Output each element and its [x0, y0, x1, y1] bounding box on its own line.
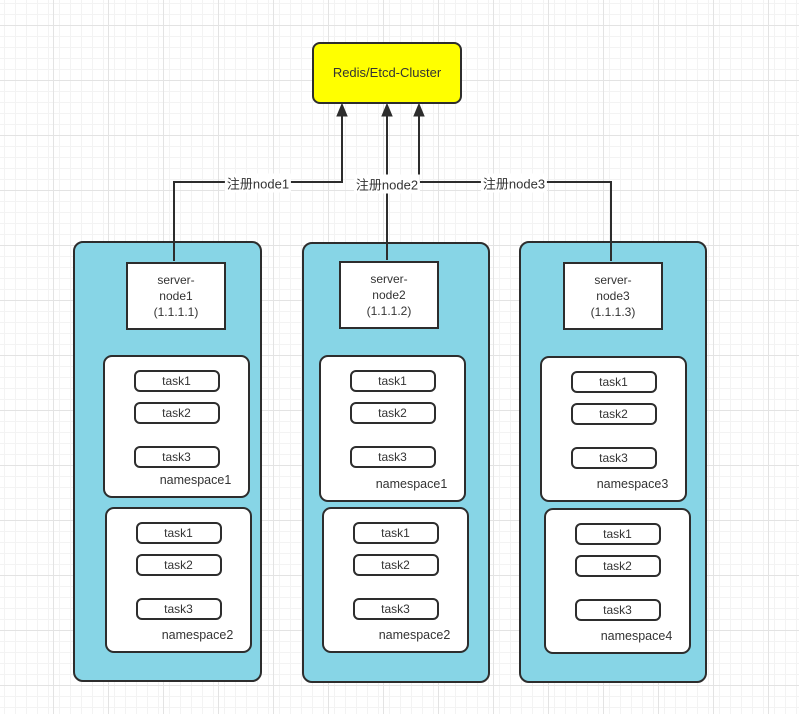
task-box[interactable]: task2	[133, 402, 220, 424]
server-container-node2[interactable]: server- node2 (1.1.1.2) task1 task2 task…	[302, 242, 490, 683]
namespace-label: namespace3	[596, 477, 669, 492]
server-container-node3[interactable]: server- node3 (1.1.1.3) task1 task2 task…	[519, 241, 707, 683]
cluster-node[interactable]: Redis/Etcd-Cluster	[312, 42, 462, 104]
task-box[interactable]: task3	[135, 598, 222, 620]
edge-arrowhead-icon	[336, 102, 348, 117]
task-box[interactable]: task1	[133, 370, 220, 392]
task-box[interactable]: task2	[352, 554, 439, 576]
namespace-box-node3-ns4[interactable]: task1 task2 task3 namespace4	[544, 508, 691, 654]
task-box[interactable]: task1	[574, 523, 661, 545]
task-box[interactable]: task1	[135, 522, 222, 544]
edge-arrowhead-icon	[413, 102, 425, 117]
namespace-label: namespace2	[378, 628, 451, 643]
namespace-label: namespace1	[159, 473, 232, 488]
server-box-node1[interactable]: server- node1 (1.1.1.1)	[126, 262, 226, 330]
server-node3-label: server- node3 (1.1.1.3)	[590, 272, 636, 320]
cluster-label: Redis/Etcd-Cluster	[332, 65, 442, 81]
task-box[interactable]: task1	[352, 522, 439, 544]
server-box-node2[interactable]: server- node2 (1.1.1.2)	[339, 261, 439, 329]
namespace-box-node1-ns1[interactable]: task1 task2 task3 namespace1	[103, 355, 250, 498]
namespace-box-node1-ns2[interactable]: task1 task2 task3 namespace2	[105, 507, 252, 653]
edge-label-register-node2[interactable]: 注册node2	[353, 174, 421, 194]
namespace-box-node2-ns2[interactable]: task1 task2 task3 namespace2	[322, 507, 469, 653]
namespace-label: namespace2	[161, 628, 234, 643]
task-box[interactable]: task1	[570, 371, 657, 393]
namespace-box-node3-ns3[interactable]: task1 task2 task3 namespace3	[540, 356, 687, 502]
namespace-label: namespace1	[375, 477, 448, 492]
task-box[interactable]: task2	[574, 555, 661, 577]
task-box[interactable]: task1	[349, 370, 436, 392]
edge-label-register-node1[interactable]: 注册node1	[224, 173, 292, 193]
edge-label-register-node3[interactable]: 注册node3	[480, 173, 548, 193]
server-node2-label: server- node2 (1.1.1.2)	[366, 271, 412, 319]
task-box[interactable]: task3	[352, 598, 439, 620]
task-box[interactable]: task2	[349, 402, 436, 424]
server-node1-label: server- node1 (1.1.1.1)	[153, 272, 199, 320]
task-box[interactable]: task3	[570, 447, 657, 469]
server-box-node3[interactable]: server- node3 (1.1.1.3)	[563, 262, 663, 330]
server-container-node1[interactable]: server- node1 (1.1.1.1) task1 task2 task…	[73, 241, 262, 682]
namespace-label: namespace4	[600, 629, 673, 644]
task-box[interactable]: task3	[349, 446, 436, 468]
namespace-box-node2-ns1[interactable]: task1 task2 task3 namespace1	[319, 355, 466, 502]
task-box[interactable]: task2	[570, 403, 657, 425]
task-box[interactable]: task3	[133, 446, 220, 468]
task-box[interactable]: task3	[574, 599, 661, 621]
edge-arrowhead-icon	[381, 102, 393, 117]
task-box[interactable]: task2	[135, 554, 222, 576]
